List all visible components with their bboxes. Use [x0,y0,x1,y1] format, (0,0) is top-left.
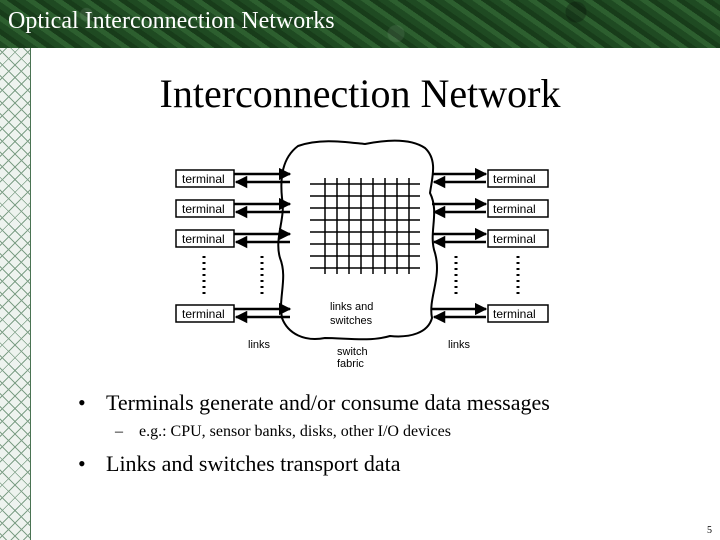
sub-bullet-dash: – [115,423,123,440]
bullet-text-1: Terminals generate and/or consume data m… [106,390,550,415]
svg-text:terminal: terminal [493,202,536,216]
terminal-right-1: terminal [487,169,549,188]
links-switches-label-line1: links and [330,301,373,313]
bullet-dot-2: • [78,451,86,476]
links-label-left: links [248,339,271,351]
bullet-text-2: Links and switches transport data [106,451,401,476]
svg-text:terminal: terminal [493,172,536,186]
terminal-left-4: terminal [175,304,235,323]
svg-text:terminal: terminal [182,202,225,216]
terminal-right-4: terminal [487,304,549,323]
decorative-left-strip [0,48,31,540]
bullet-dot-1: • [78,390,86,415]
bullet-item-2: • Links and switches transport data [78,451,401,477]
ellipsis-dots [202,256,520,298]
sub-bullet-item: –e.g.: CPU, sensor banks, disks, other I… [115,423,451,441]
svg-text:terminal: terminal [182,307,225,321]
switch-fabric-label-line2: fabric [337,358,364,370]
terminal-right-3: terminal [487,229,549,248]
slide-title: Interconnection Network [159,71,561,116]
right-links [432,167,488,324]
terminal-left-1: terminal [175,169,235,188]
header-bar: Optical Interconnection Networks [0,0,720,48]
left-links [234,167,292,324]
terminal-left-2: terminal [175,199,235,218]
interconnection-network-diagram: terminal terminal terminal terminal term… [175,139,549,370]
switch-grid [310,178,420,274]
links-label-right: links [448,339,471,351]
svg-text:terminal: terminal [182,172,225,186]
header-title: Optical Interconnection Networks [8,8,335,34]
bullet-item-1: • Terminals generate and/or consume data … [78,390,550,416]
switch-fabric-label-line1: switch [337,346,368,358]
links-switches-label-line2: switches [330,315,373,327]
terminal-left-3: terminal [175,229,235,248]
svg-text:terminal: terminal [493,307,536,321]
sub-bullet-text: e.g.: CPU, sensor banks, disks, other I/… [139,423,451,440]
svg-text:terminal: terminal [493,232,536,246]
page-number: 5 [707,525,712,536]
svg-text:terminal: terminal [182,232,225,246]
terminal-right-2: terminal [487,199,549,218]
